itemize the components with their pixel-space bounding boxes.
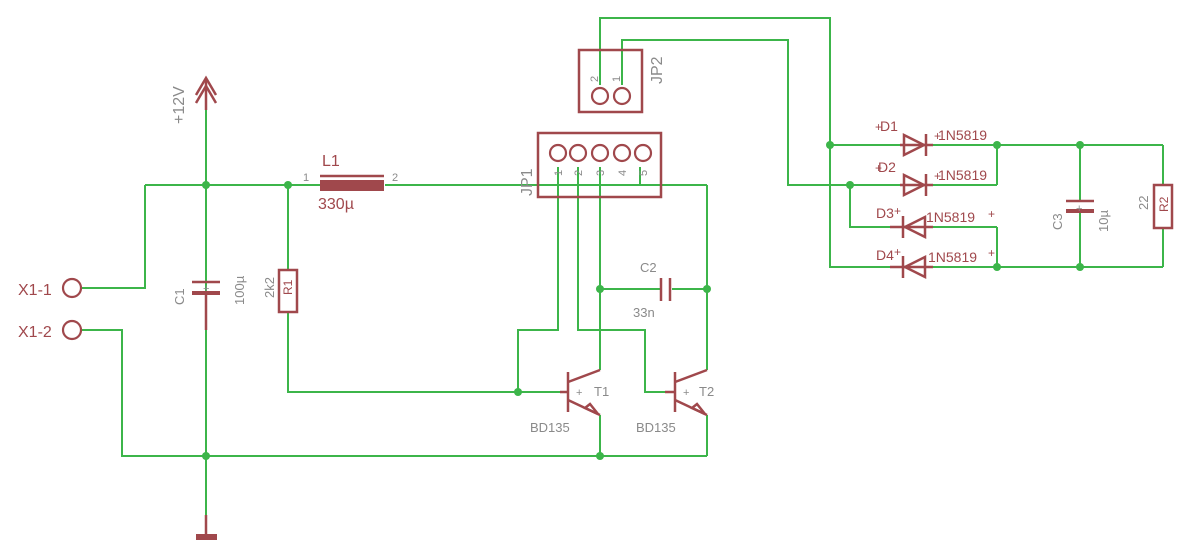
diode-d1: + D1 + 1N5819 [875, 118, 987, 158]
svg-text:+: + [203, 283, 209, 295]
svg-text:+: + [1076, 203, 1082, 215]
jp1-pin2: 2 [573, 170, 585, 176]
supply-12v: +12V [171, 75, 218, 124]
svg-text:+: + [988, 246, 995, 260]
diode-d2: + D2 + 1N5819 [875, 159, 987, 198]
transistor-t1: + T1 BD135 [530, 368, 609, 435]
d2-name: D2 [878, 159, 896, 175]
x1-pin2-label: X1-2 [18, 324, 52, 341]
diode-d3: D3 + 1N5819 + [876, 204, 995, 240]
l1-pin2: 2 [392, 172, 398, 184]
resistor-r1: R1 2k2 [262, 268, 299, 314]
d1-value: 1N5819 [938, 127, 987, 143]
d1-name: D1 [880, 118, 898, 134]
jp1-pin3: 3 [595, 170, 607, 176]
c1-name: C1 [172, 288, 187, 305]
wires [82, 17, 1164, 520]
capacitor-c3: + C3 10µ [1050, 199, 1111, 232]
svg-text:+: + [875, 120, 882, 134]
ground-symbol [196, 515, 217, 540]
t1-name: T1 [594, 384, 609, 399]
r1-name: R1 [281, 279, 295, 295]
jp2-pin2: 2 [589, 76, 601, 82]
svg-text:+: + [934, 169, 941, 183]
svg-text:+: + [894, 245, 901, 259]
capacitor-c2: C2 33n [633, 260, 672, 320]
jp1-pin4: 4 [617, 170, 629, 176]
connector-x1: X1-1 X1-2 [18, 277, 83, 341]
header-jp2: 2 1 JP2 [577, 48, 666, 114]
c2-value: 33n [633, 305, 655, 320]
supply-label: +12V [171, 86, 188, 124]
t2-value: BD135 [636, 420, 676, 435]
d2-value: 1N5819 [938, 167, 987, 183]
c1-value: 100µ [232, 275, 247, 305]
t1-polarity: + [576, 387, 582, 399]
resistor-r2: R2 22 [1136, 183, 1174, 230]
capacitor-c1: + C1 100µ [172, 275, 247, 456]
l1-value: 330µ [318, 196, 354, 213]
c3-name: C3 [1050, 213, 1065, 230]
d3-name: D3 [876, 205, 894, 221]
svg-text:+: + [934, 129, 941, 143]
d4-value: 1N5819 [928, 249, 977, 265]
r1-value: 2k2 [262, 277, 277, 298]
jp2-name: JP2 [649, 56, 666, 84]
header-jp1: 1 2 3 4 5 JP1 [519, 131, 663, 199]
svg-text:+: + [875, 161, 882, 175]
d3-value: 1N5819 [926, 209, 975, 225]
svg-text:+: + [894, 204, 901, 218]
jp1-name: JP1 [519, 168, 536, 196]
t2-name: T2 [699, 384, 714, 399]
c2-name: C2 [640, 260, 657, 275]
c3-value: 10µ [1096, 210, 1111, 232]
jp2-pin1: 1 [611, 76, 623, 82]
t2-polarity: + [683, 387, 689, 399]
r2-name: R2 [1157, 196, 1171, 212]
inductor-l1: L1 330µ 1 2 [303, 153, 398, 213]
diode-d4: D4 + 1N5819 + [876, 245, 995, 280]
l1-name: L1 [322, 153, 340, 170]
jp1-pin5: 5 [638, 170, 650, 176]
jp1-pin1: 1 [553, 170, 565, 176]
r2-value: 22 [1136, 196, 1151, 210]
x1-pin1-label: X1-1 [18, 282, 52, 299]
svg-text:+: + [988, 207, 995, 221]
junction-dots [202, 141, 1084, 460]
t1-value: BD135 [530, 420, 570, 435]
l1-pin1: 1 [303, 172, 309, 184]
d4-name: D4 [876, 247, 894, 263]
transistor-t2: + T2 BD135 [636, 368, 714, 435]
